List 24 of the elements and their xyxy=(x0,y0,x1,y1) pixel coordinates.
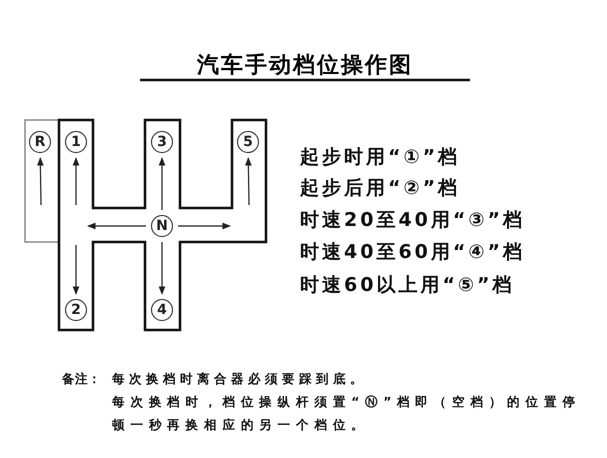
gear-position-circle: 5 xyxy=(237,131,259,153)
title: 汽车手动档位操作图 xyxy=(196,52,414,80)
gear-position-circle: N xyxy=(151,215,173,237)
arrow xyxy=(178,222,231,230)
note-text: 每次换档时离合器必须要踩到底。 xyxy=(112,370,367,388)
gear-usage-text: 时速40至60用“④”档 xyxy=(300,240,525,264)
gear-position-circle: 3 xyxy=(151,131,173,153)
gear-usage-text: 起步后用“②”档 xyxy=(300,176,460,200)
arrow xyxy=(87,222,146,230)
note-text: 每次换档时，档位操纵杆须置“Ⓝ”档即（空档）的位置停顿一秒再换相应的另一个档位。 xyxy=(112,393,582,434)
arrow xyxy=(158,242,166,295)
note-heading: 备注： xyxy=(62,370,101,388)
arrow xyxy=(158,157,166,210)
arrow xyxy=(72,157,80,205)
gear-usage-text: 时速20至40用“③”档 xyxy=(300,208,525,232)
gear-position-circle: 4 xyxy=(151,299,173,321)
arrow xyxy=(245,157,252,206)
gear-usage-text: 时速60以上用“⑤”档 xyxy=(300,273,515,297)
arrow xyxy=(37,157,44,206)
gear-position-circle: 1 xyxy=(65,131,87,153)
gear-position-circle: R xyxy=(29,131,51,153)
gear-usage-text: 起步时用“①”档 xyxy=(300,145,460,169)
arrow xyxy=(72,245,80,295)
gear-position-circle: 2 xyxy=(65,299,87,321)
